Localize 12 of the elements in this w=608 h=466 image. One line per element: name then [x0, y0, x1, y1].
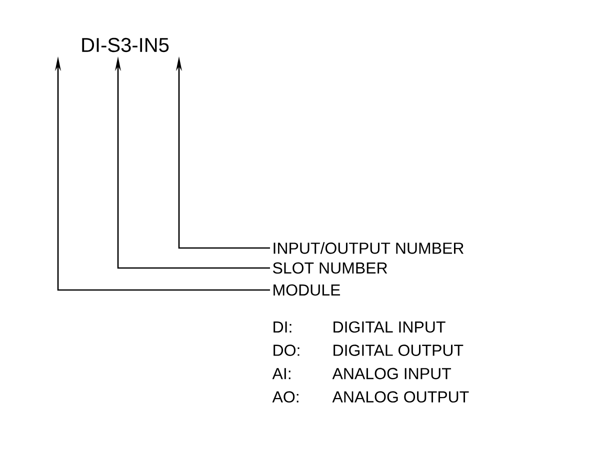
- abbreviation: AI:: [272, 368, 290, 380]
- meaning: DIGITAL OUTPUT: [334, 344, 464, 356]
- field-label: MODULE: [274, 284, 340, 296]
- code-text: DI-S3-IN5: [82, 38, 169, 52]
- meaning: ANALOG INPUT: [332, 368, 452, 380]
- meaning: DIGITAL INPUT: [334, 321, 446, 333]
- abbreviation: DO:: [274, 344, 300, 356]
- meaning: ANALOG OUTPUT: [332, 391, 469, 403]
- field-label: INPUT/OUTPUT NUMBER: [274, 242, 464, 254]
- abbreviation: DI:: [274, 322, 292, 332]
- field-label: SLOT NUMBER: [273, 262, 388, 274]
- abbreviation: AO:: [272, 391, 298, 403]
